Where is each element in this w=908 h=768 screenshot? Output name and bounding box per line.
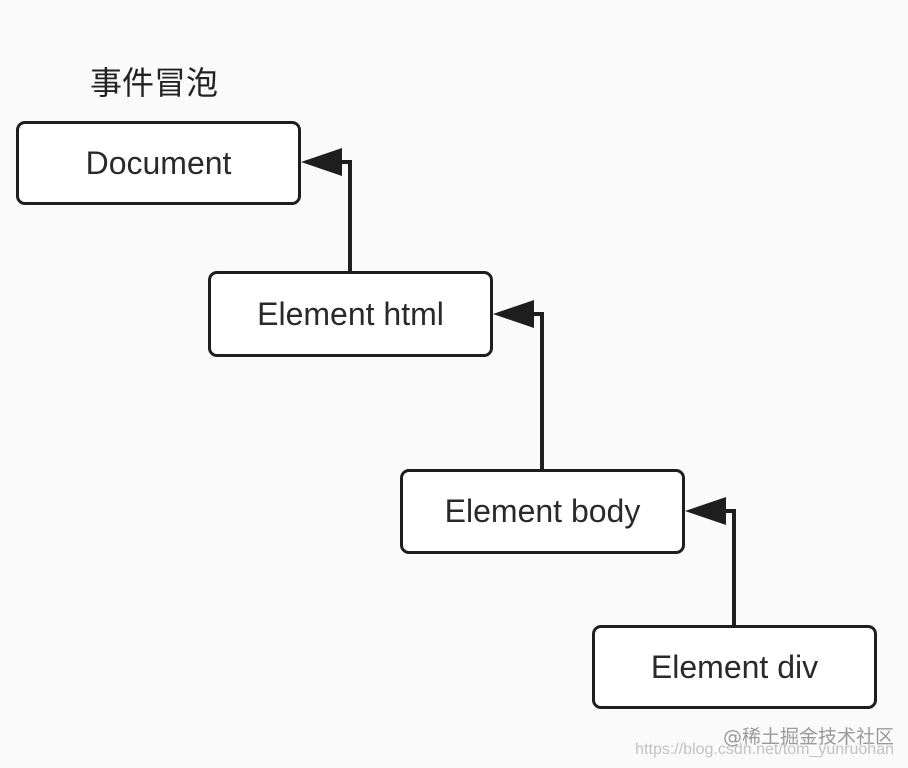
diagram-title: 事件冒泡 (90, 64, 219, 102)
edge-body-to-html (522, 312, 544, 469)
edge-div-to-body (714, 509, 736, 625)
node-document-label: Document (85, 144, 232, 181)
arrowhead-body (685, 497, 726, 525)
node-element-div-label: Element div (650, 648, 819, 685)
node-element-body-label: Element body (444, 493, 641, 529)
node-element-body: Element body (400, 469, 685, 554)
arrowhead-document (301, 148, 342, 176)
node-element-div: Element div (592, 625, 877, 709)
arrowhead-html (493, 300, 534, 328)
watermark-url: https://blog.csdn.net/tom_yunruohan (635, 741, 894, 758)
edge-html-to-document (330, 160, 352, 271)
node-document: Document (16, 121, 301, 205)
watermark-site: @稀土掘金技术社区 (722, 726, 894, 748)
node-element-html-label: Element html (257, 295, 444, 332)
node-element-html: Element html (208, 271, 493, 357)
